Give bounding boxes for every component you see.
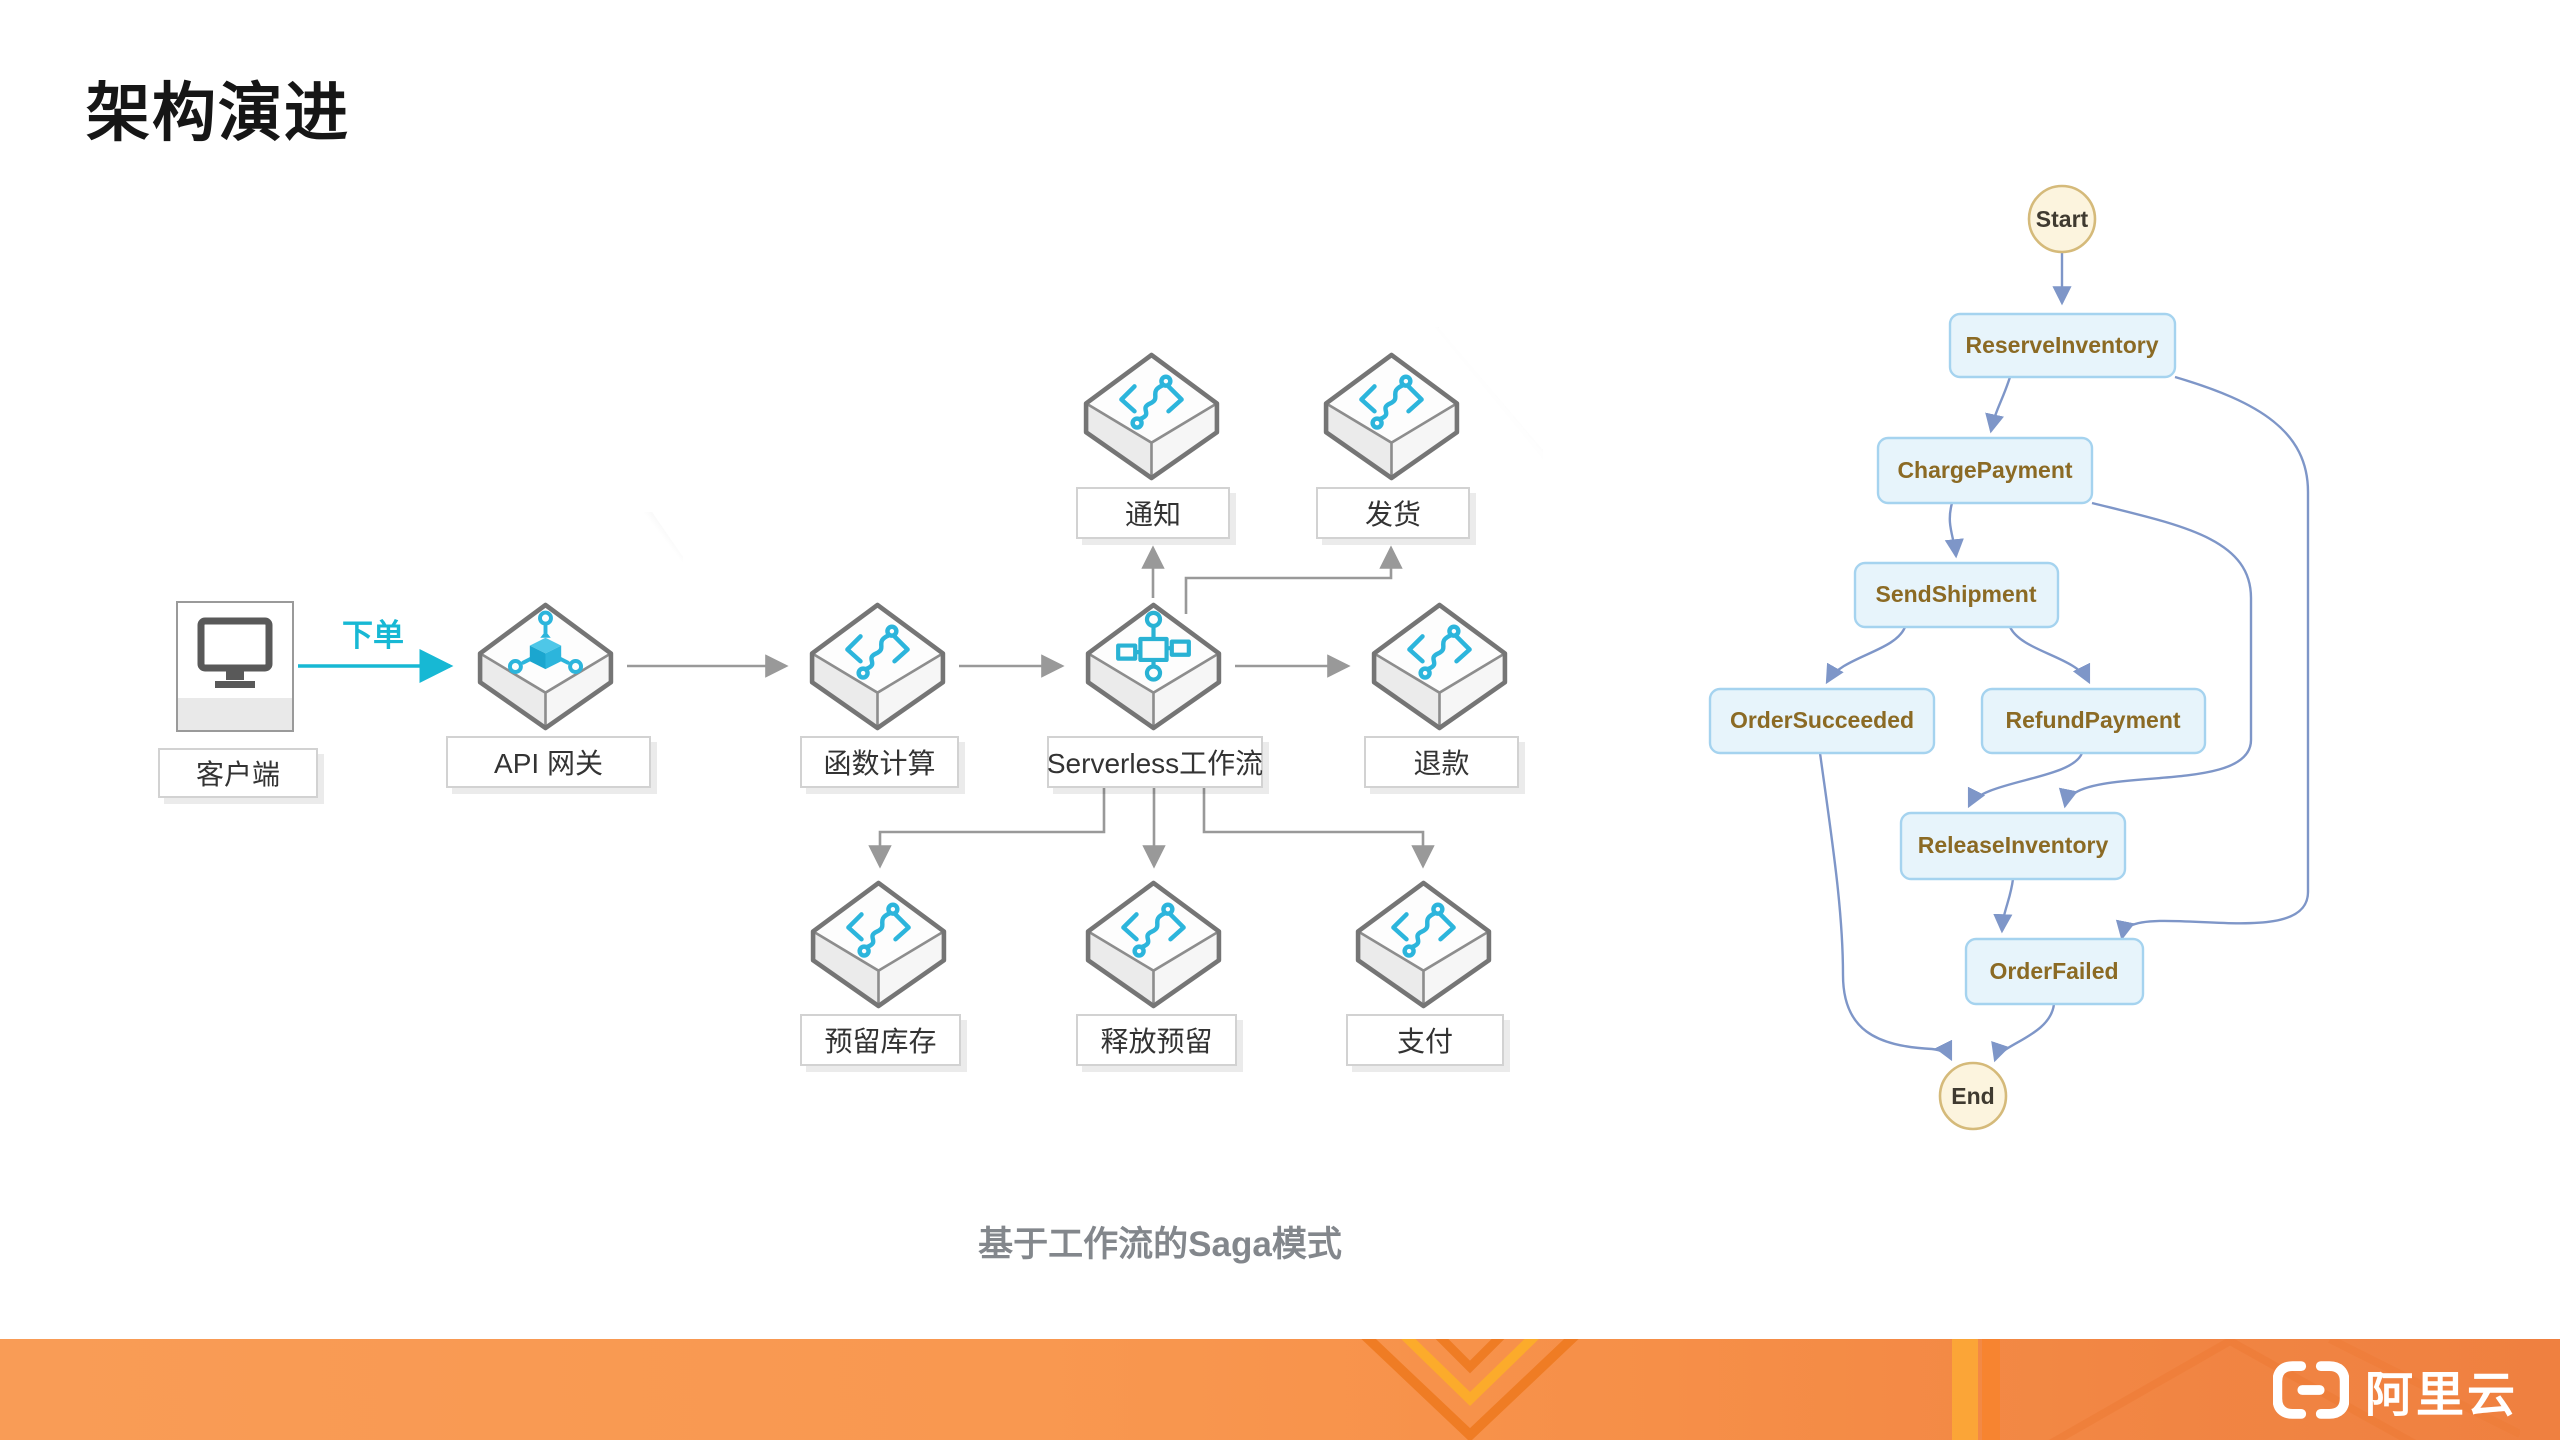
page-title: 架构演进: [86, 77, 350, 149]
saga-state-machine: Start End ReserveInventory ChargePayment…: [1708, 184, 2310, 1131]
client-box-band: [178, 698, 292, 730]
client-device: [176, 601, 294, 732]
node-notify-hex: [1073, 351, 1230, 482]
node-reserve-label: 预留库存: [800, 1014, 961, 1066]
saga-state-reserveinventory-label: ReserveInventory: [1965, 332, 2158, 358]
node-api-gateway-hex: [467, 601, 624, 732]
saga-state-orderfailed: [1964, 937, 2145, 1006]
saga-state-ordersucceeded-label: OrderSucceeded: [1730, 707, 1914, 733]
node-api-gateway-label: API 网关: [446, 736, 651, 788]
saga-state-ordersucceeded: [1708, 687, 1936, 755]
node-fc-hex: [799, 601, 956, 732]
saga-start-label: Start: [2036, 206, 2089, 232]
node-ship-label: 发货: [1316, 487, 1470, 539]
saga-state-releaseinventory: [1899, 811, 2127, 881]
node-reserve-hex: [800, 879, 957, 1010]
node-release-label: 释放预留: [1076, 1014, 1237, 1066]
saga-state-sendshipment: [1853, 561, 2060, 629]
footer-bar: 阿里云: [0, 1339, 2560, 1440]
saga-edge-send-succeeded: [1825, 626, 1907, 685]
alibaba-cloud-logo: [2272, 1360, 2349, 1419]
saga-state-releaseinventory-label: ReleaseInventory: [1918, 832, 2109, 858]
monitor-icon: [197, 617, 273, 688]
order-edge-label: 下单: [342, 618, 404, 653]
saga-state-sendshipment-label: SendShipment: [1875, 581, 2036, 607]
saga-state-orderfailed-label: OrderFailed: [1989, 958, 2118, 984]
saga-edge-reserve-charge: [1985, 376, 2012, 434]
saga-edge-charge-send: [1944, 502, 1964, 559]
footer-brand: 阿里云: [2272, 1355, 2518, 1425]
node-pay-label: 支付: [1346, 1014, 1504, 1066]
node-notify-label: 通知: [1076, 487, 1230, 539]
saga-edge-release-failed: [1993, 878, 2015, 934]
node-refund-label: 退款: [1364, 736, 1519, 788]
node-workflow-hex: [1075, 601, 1232, 732]
node-ship-hex: [1313, 351, 1470, 482]
saga-edge-reserve-failed: [2115, 375, 2310, 941]
saga-state-refundpayment: [1980, 687, 2207, 755]
saga-edge-failed-end: [1991, 1003, 2056, 1063]
saga-edge-refund-release: [1967, 752, 2084, 809]
saga-end-node: [1938, 1061, 2008, 1131]
node-client-label: 客户端: [158, 748, 318, 798]
saga-state-chargepayment-label: ChargePayment: [1897, 457, 2072, 483]
saga-state-refundpayment-label: RefundPayment: [2005, 707, 2180, 733]
saga-state-chargepayment: [1876, 436, 2094, 505]
saga-end-label: End: [1951, 1083, 1994, 1109]
saga-edge-succeeded-end: [1818, 752, 1953, 1062]
diagram-caption: 基于工作流的Saga模式: [978, 1225, 1342, 1264]
saga-edge-send-refund: [2008, 626, 2091, 685]
node-refund-hex: [1361, 601, 1518, 732]
node-pay-hex: [1345, 879, 1502, 1010]
saga-state-reserveinventory: [1948, 312, 2177, 379]
panel-fold-corner: [638, 512, 683, 570]
footer-brand-text: 阿里云: [2364, 1368, 2518, 1422]
node-workflow-label: Serverless工作流: [1047, 736, 1263, 788]
footer-chevron-decoration: [1361, 1339, 1579, 1440]
node-release-hex: [1075, 879, 1232, 1010]
saga-start-node: [2027, 184, 2097, 254]
saga-edge-charge-release: [2058, 501, 2253, 809]
node-fc-label: 函数计算: [800, 736, 959, 788]
footer-stripe-decoration: [1952, 1339, 2520, 1440]
